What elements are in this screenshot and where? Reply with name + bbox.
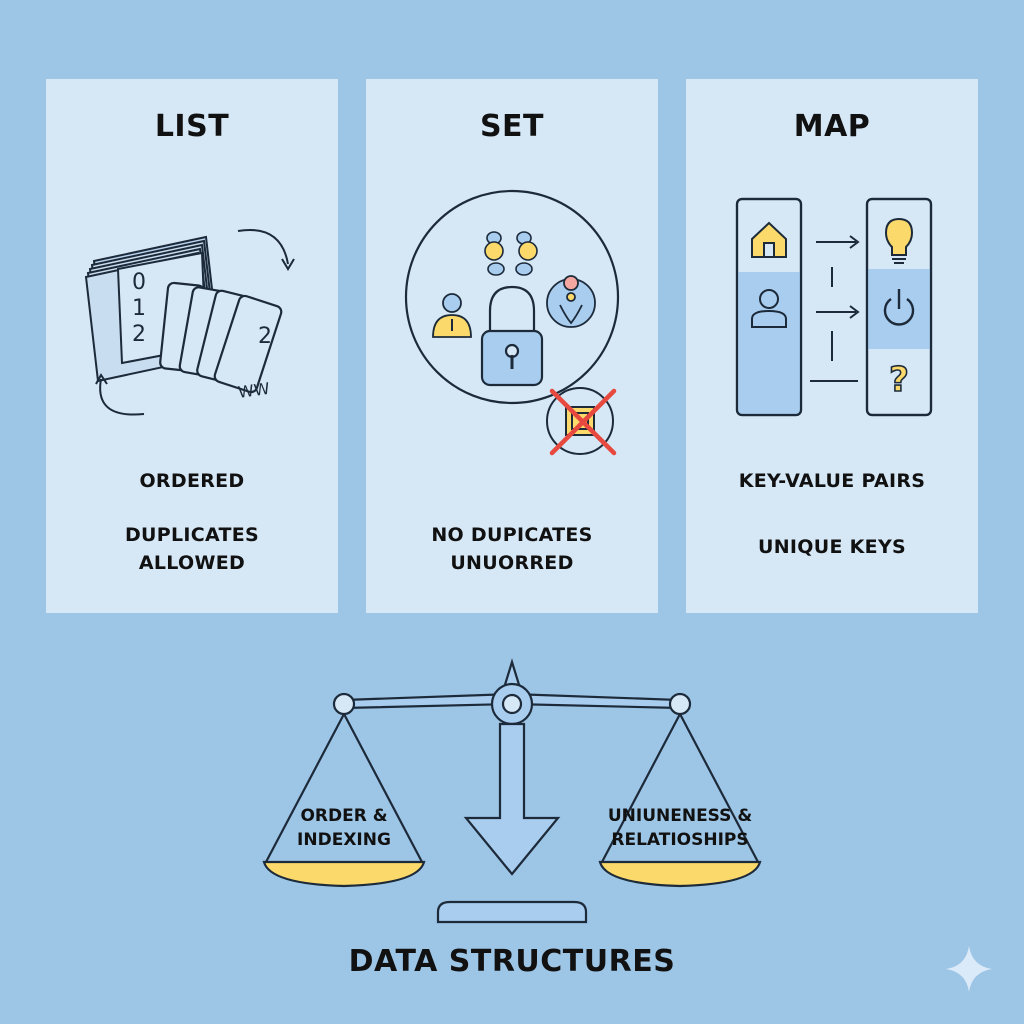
house-icon [751, 221, 787, 258]
user-icon [751, 289, 787, 328]
left-pan-line2: INDEXING [297, 830, 391, 850]
card-digit-0: 0 [132, 270, 146, 295]
set-illustration [404, 189, 620, 456]
list-panel: LIST 0 1 2 2 WW [46, 79, 338, 613]
sparkle-icon [946, 946, 992, 992]
list-ordered: ORDERED [139, 470, 245, 492]
power-icon [883, 289, 915, 326]
list-title: LIST [154, 109, 230, 144]
cycle-arrow-icon [95, 229, 295, 416]
card2-digit: 2 [258, 324, 272, 349]
map-illustration: ? [735, 197, 933, 417]
person-icon [432, 293, 472, 338]
svg-text:?: ? [889, 360, 909, 400]
map-unique-keys: UNIQUE KEYS [757, 536, 907, 558]
set-title: SET [479, 109, 545, 144]
fanned-cards-icon [159, 281, 283, 394]
left-pan-line1: ORDER & [300, 806, 388, 826]
set-no-duplicates: NO DUPICATES [431, 524, 593, 546]
question-icon: ? [888, 359, 909, 401]
lock-icon [480, 285, 544, 387]
dots-cluster-icon [484, 231, 538, 276]
list-dup-line2: ALLOWED [138, 552, 246, 574]
card2-letters: WW [237, 379, 271, 402]
lightbulb-icon [884, 217, 914, 264]
footer-title: DATA STRUCTURES [348, 944, 676, 979]
card-digit-2: 2 [132, 322, 146, 347]
cross-icon [546, 387, 617, 456]
set-panel: SET [366, 79, 658, 613]
heart-person-icon [546, 275, 596, 328]
right-pan-line2: RELATIOSHIPS [611, 830, 749, 850]
right-pan-label: UNIUNENESS & RELATIOSHIPS [590, 804, 770, 852]
card-digit-1: 1 [132, 296, 146, 321]
set-unordered: UNUORRED [450, 552, 574, 574]
map-key-value-pairs: KEY-VALUE PAIRS [738, 470, 926, 492]
map-panel: MAP ? [686, 79, 978, 613]
list-illustration: 0 1 2 2 WW [84, 229, 295, 416]
list-dup-line1: DUPLICATES [124, 524, 260, 546]
right-pan-line1: UNIUNENESS & [607, 806, 753, 826]
left-pan-label: ORDER & INDEXING [254, 804, 434, 852]
set-circle [404, 189, 620, 405]
map-title: MAP [793, 109, 871, 144]
balance-scale-icon [262, 658, 762, 924]
mapping-arrows [810, 235, 860, 382]
